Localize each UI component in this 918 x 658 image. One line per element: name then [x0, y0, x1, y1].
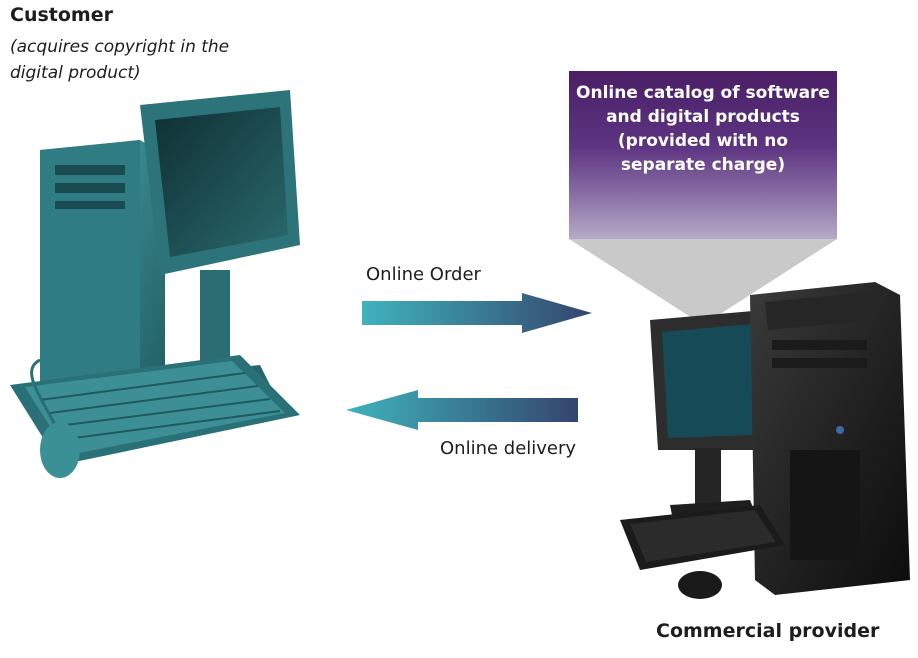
- provider-title: Commercial provider: [656, 620, 880, 642]
- mouse-icon: [678, 571, 722, 599]
- tower-computer-icon: [750, 282, 910, 595]
- tower-computer-icon: [40, 140, 165, 425]
- online-order-arrow: [362, 293, 592, 333]
- online-order-label: Online Order: [366, 264, 481, 285]
- customer-note: (acquires copyright in the digital produ…: [10, 37, 230, 83]
- keyboard-icon: [620, 505, 785, 570]
- keyboard-icon: [10, 355, 300, 465]
- customer-computer-icon: [10, 90, 300, 478]
- online-delivery-arrow: [346, 390, 578, 430]
- monitor-icon: [650, 310, 768, 525]
- customer-title: Customer: [10, 4, 113, 26]
- mouse-icon: [30, 358, 80, 478]
- provider-computer-icon: [620, 282, 910, 599]
- catalog-pointer: [569, 239, 837, 325]
- catalog-text: Online catalog of software and digital p…: [576, 83, 830, 175]
- catalog-box: Online catalog of software and digital p…: [569, 71, 837, 239]
- online-delivery-label: Online delivery: [440, 438, 577, 459]
